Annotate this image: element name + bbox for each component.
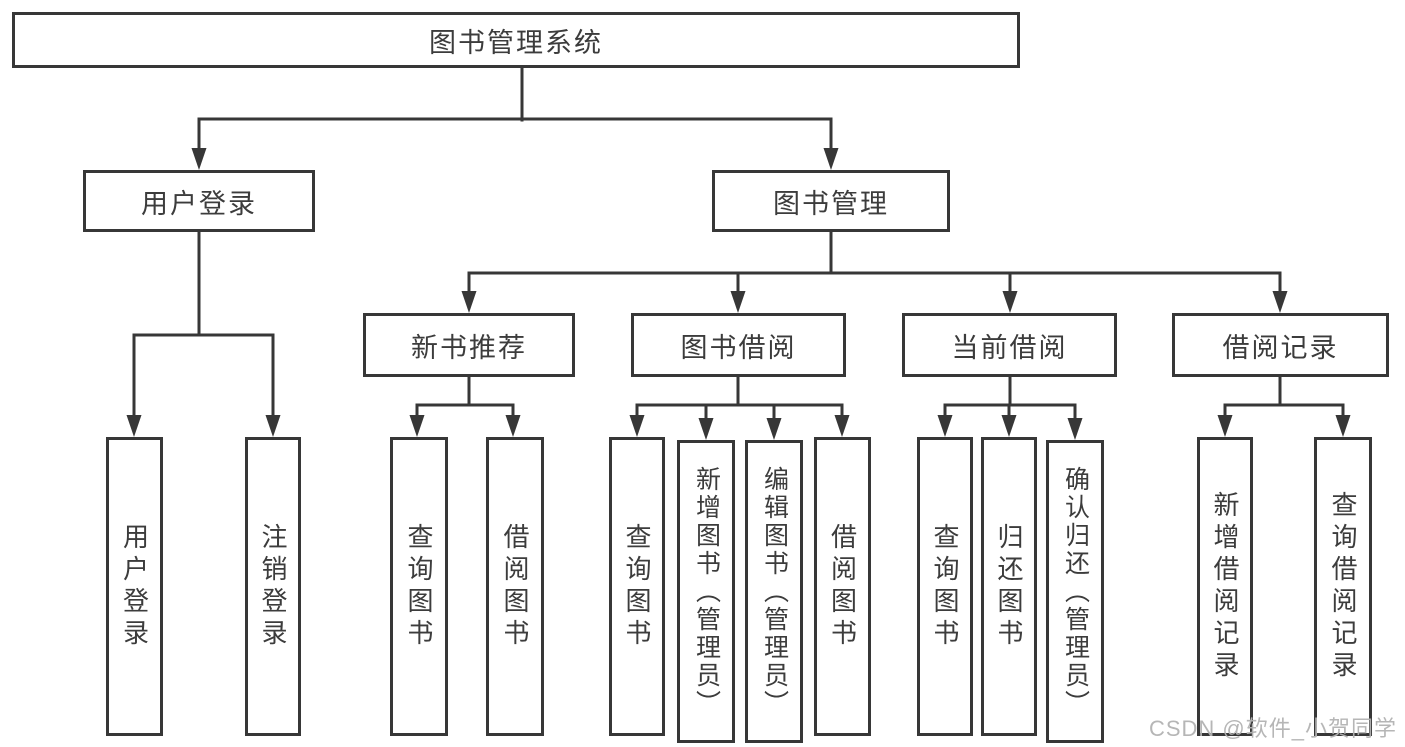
node-user-login-group: 用户登录 [83, 170, 315, 232]
leaf-recommend-query-books-label: 查询图书 [404, 522, 434, 651]
node-new-book-recommend: 新书推荐 [363, 313, 575, 377]
node-root: 图书管理系统 [12, 12, 1020, 68]
leaf-current-return-books: 归还图书 [981, 437, 1037, 736]
leaf-user-login: 用户登录 [106, 437, 163, 736]
leaf-records-query-record-label: 查询借阅记录 [1328, 490, 1358, 683]
node-book-borrowing: 图书借阅 [631, 313, 846, 377]
leaf-user-login-label: 用户登录 [119, 522, 150, 651]
leaf-recommend-borrow-books: 借阅图书 [486, 437, 544, 736]
leaf-borrowing-borrow-books-label: 借阅图书 [827, 522, 858, 651]
leaf-recommend-query-books: 查询图书 [390, 437, 448, 736]
leaf-logout: 注销登录 [245, 437, 301, 736]
leaf-borrowing-borrow-books: 借阅图书 [814, 437, 871, 736]
leaf-records-add-record-label: 新增借阅记录 [1210, 490, 1240, 683]
leaf-logout-label: 注销登录 [258, 522, 288, 651]
leaf-borrowing-edit-books-admin-label: 编辑图书（管理员） [760, 465, 789, 718]
leaf-borrowing-edit-books-admin: 编辑图书（管理员） [745, 440, 803, 743]
leaf-borrowing-query-books: 查询图书 [609, 437, 665, 736]
leaf-current-confirm-return-admin: 确认归还（管理员） [1046, 440, 1104, 743]
csdn-watermark: CSDN @软件_小贺同学 [1148, 716, 1397, 741]
node-book-management: 图书管理 [712, 170, 950, 232]
connector-path [132, 66, 1345, 422]
leaf-records-query-record: 查询借阅记录 [1314, 437, 1372, 736]
leaf-borrowing-add-books-admin: 新增图书（管理员） [677, 440, 735, 743]
leaf-recommend-borrow-books-label: 借阅图书 [500, 522, 530, 651]
arrowheads [126, 148, 1351, 440]
leaf-borrowing-query-books-label: 查询图书 [622, 522, 652, 651]
leaf-borrowing-add-books-admin-label: 新增图书（管理员） [692, 465, 721, 718]
leaf-current-return-books-label: 归还图书 [994, 522, 1024, 651]
node-current-borrowing: 当前借阅 [902, 313, 1117, 377]
leaf-records-add-record: 新增借阅记录 [1197, 437, 1253, 736]
node-borrowing-records: 借阅记录 [1172, 313, 1389, 377]
leaf-current-query-books-label: 查询图书 [930, 522, 960, 651]
leaf-current-query-books: 查询图书 [917, 437, 973, 736]
leaf-current-confirm-return-admin-label: 确认归还（管理员） [1061, 465, 1090, 718]
